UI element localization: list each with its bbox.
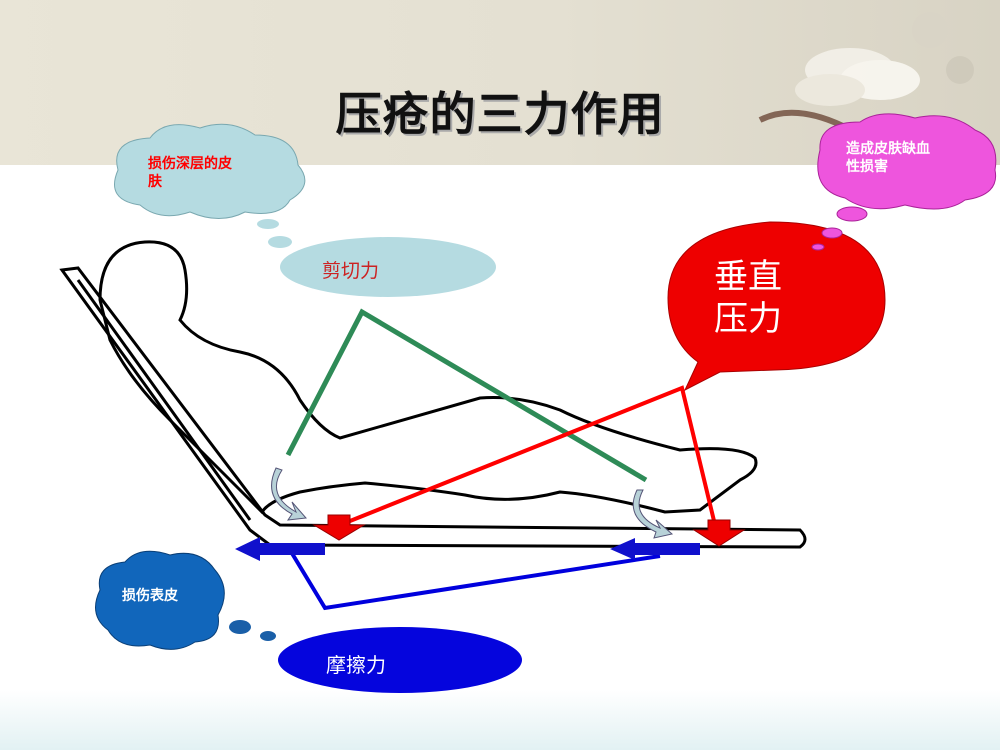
vertical-pressure-label: 垂直 压力: [714, 257, 782, 339]
note-epidermis: 损伤表皮: [122, 588, 178, 604]
vertical-pressure-bubble: [667, 221, 886, 392]
down-arrow-icon: [692, 519, 746, 547]
note-deep-skin: 损伤深层的皮 肤: [148, 156, 232, 190]
note-ischemic: 造成皮肤缺血 性损害: [846, 141, 930, 175]
friction-bubble: [229, 620, 522, 693]
friction-line: [288, 548, 661, 611]
down-arrow-icon: [312, 514, 366, 541]
friction-label: 摩擦力: [326, 653, 386, 677]
page-title: 压疮的三力作用: [335, 87, 665, 141]
shear-force-label: 剪切力: [322, 260, 380, 282]
left-arrow-icon: [610, 538, 700, 560]
cloud-ischemic: [811, 113, 997, 251]
patient-outline: [98, 240, 758, 515]
shear-force-bubble: [257, 219, 496, 297]
flower-decoration: [758, 12, 974, 158]
bed-outline: [59, 266, 807, 549]
cloud-deep-skin: [114, 123, 306, 219]
curved-arrow-icon: [632, 489, 674, 539]
shear-force-line: [285, 308, 648, 483]
cloud-epidermis: [95, 550, 225, 650]
bottom-band: [0, 690, 1000, 750]
curved-arrow-icon: [271, 467, 308, 521]
vertical-pressure-line: [339, 385, 717, 527]
left-arrow-icon: [235, 537, 325, 561]
